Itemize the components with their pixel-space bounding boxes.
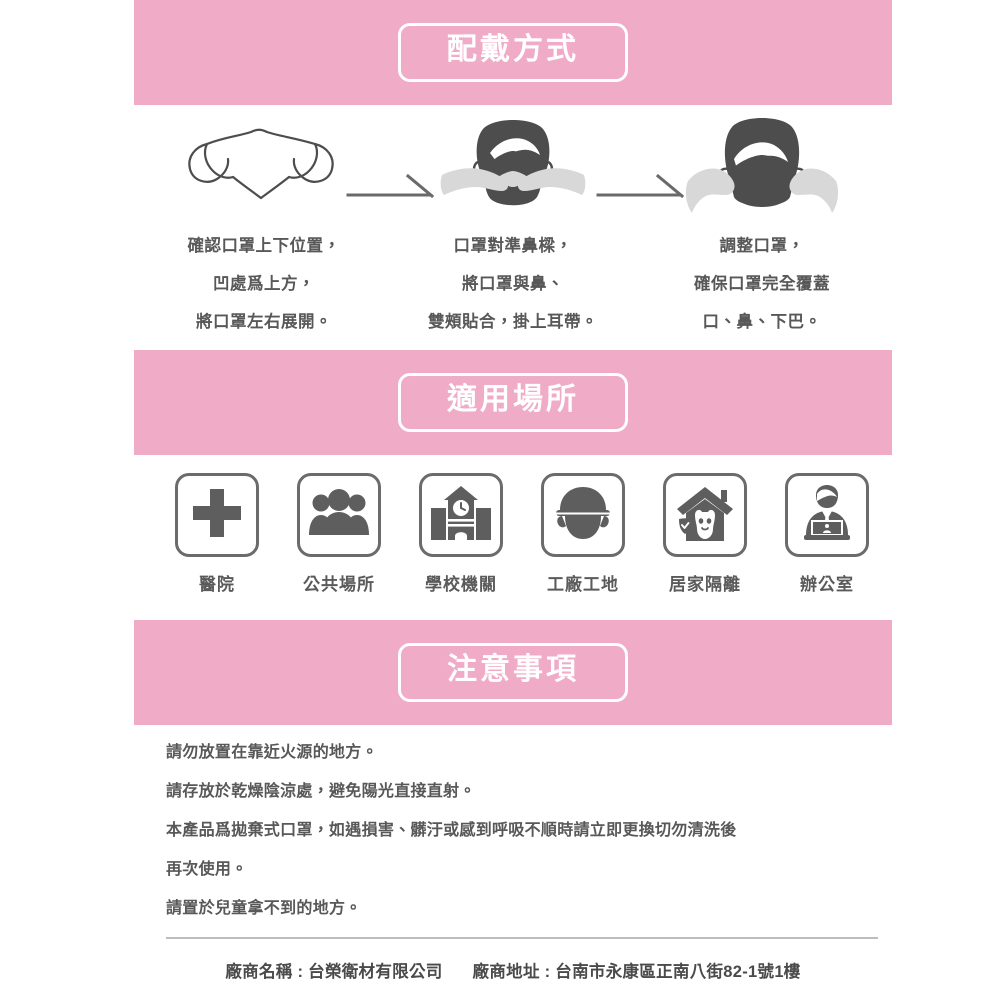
- place-item-office: 辦公室: [772, 473, 882, 595]
- step-line: 確保口罩完全覆蓋: [694, 275, 830, 293]
- place-label: 居家隔離: [669, 575, 741, 594]
- school-building-icon: [431, 485, 491, 545]
- place-icon-box: [663, 473, 747, 557]
- people-group-icon: [309, 487, 369, 544]
- place-label: 醫院: [199, 575, 235, 594]
- notice-line: 請存放於乾燥陰涼處，避免陽光直接直射。: [166, 783, 476, 800]
- footer-divider: [166, 937, 878, 939]
- home-quarantine-icon: [675, 485, 735, 546]
- place-label: 工廠工地: [547, 575, 619, 594]
- place-item-public: 公共場所: [284, 473, 394, 595]
- notice-list: 請勿放置在靠近火源的地方。 請存放於乾燥陰涼處，避免陽光直接直射。 本產品爲拋棄…: [166, 733, 886, 928]
- section-title-wearing: 配戴方式: [447, 33, 579, 67]
- place-item-factory: 工廠工地: [528, 473, 638, 595]
- office-worker-laptop-icon: [798, 484, 856, 546]
- notice-line: 本產品爲拋棄式口罩，如遇損害、髒汙或感到呼吸不順時請立即更換切勿清洗後: [166, 822, 737, 839]
- place-item-home-quarantine: 居家隔離: [650, 473, 760, 595]
- place-icon-box: [297, 473, 381, 557]
- place-icon-box: [785, 473, 869, 557]
- wearing-steps-row: 確認口罩上下位置， 凹處爲上方， 將口罩左右展開。: [134, 105, 892, 350]
- wearing-step-1: 確認口罩上下位置， 凹處爲上方， 將口罩左右展開。: [149, 105, 379, 341]
- step-line: 將口罩與鼻、: [462, 275, 564, 293]
- section-banner-wearing: 配戴方式: [134, 0, 892, 105]
- banner-frame-wearing: 配戴方式: [398, 23, 628, 82]
- step-line: 調整口罩，: [719, 237, 805, 255]
- place-icon-box: [541, 473, 625, 557]
- hospital-cross-icon: [189, 485, 245, 546]
- manufacturer-address: 廠商地址 : 台南市永康區正南八街82-1號1樓: [472, 963, 801, 981]
- notice-line: 請置於兒童拿不到的地方。: [166, 900, 362, 917]
- place-icon-box: [419, 473, 503, 557]
- wearing-step-2-text: 口罩對準鼻樑， 將口罩與鼻、 雙頰貼合，掛上耳帶。: [398, 227, 628, 341]
- wearing-step-2: 口罩對準鼻樑， 將口罩與鼻、 雙頰貼合，掛上耳帶。: [398, 105, 628, 341]
- hard-hat-worker-icon: [554, 486, 612, 545]
- face-mask-adjust-icon: [647, 105, 877, 223]
- step-arrow-1-icon: [346, 173, 438, 203]
- step-line: 確認口罩上下位置，: [187, 237, 341, 255]
- step-line: 口、鼻、下巴。: [702, 313, 822, 331]
- banner-frame-notice: 注意事項: [398, 643, 628, 702]
- section-banner-places: 適用場所: [134, 350, 892, 455]
- notice-line: 請勿放置在靠近火源的地方。: [166, 744, 378, 761]
- wearing-step-3: 調整口罩， 確保口罩完全覆蓋 口、鼻、下巴。: [647, 105, 877, 341]
- manufacturer-name: 廠商名稱 : 台榮衛材有限公司: [225, 963, 443, 981]
- place-item-hospital: 醫院: [162, 473, 272, 595]
- wearing-step-1-text: 確認口罩上下位置， 凹處爲上方， 將口罩左右展開。: [149, 227, 379, 341]
- place-item-school: 學校機關: [406, 473, 516, 595]
- section-title-notice: 注意事項: [447, 653, 579, 687]
- place-label: 公共場所: [303, 575, 375, 594]
- place-label: 學校機關: [425, 575, 497, 594]
- places-row: 醫院 公共場所: [134, 455, 892, 620]
- face-mask-nose-icon: [398, 105, 628, 223]
- place-icon-box: [175, 473, 259, 557]
- step-line: 雙頰貼合，掛上耳帶。: [428, 313, 598, 331]
- step-line: 將口罩左右展開。: [196, 313, 332, 331]
- step-line: 口罩對準鼻樑，: [453, 237, 573, 255]
- step-arrow-2-icon: [596, 173, 688, 203]
- wearing-step-3-text: 調整口罩， 確保口罩完全覆蓋 口、鼻、下巴。: [647, 227, 877, 341]
- section-banner-notice: 注意事項: [134, 620, 892, 725]
- step-line: 凹處爲上方，: [213, 275, 315, 293]
- banner-frame-places: 適用場所: [398, 373, 628, 432]
- footer: 廠商名稱 : 台榮衛材有限公司 廠商地址 : 台南市永康區正南八街82-1號1樓: [134, 958, 892, 982]
- notice-line: 再次使用。: [166, 861, 248, 878]
- mask-flat-icon: [149, 105, 379, 223]
- place-label: 辦公室: [800, 575, 854, 594]
- section-title-places: 適用場所: [447, 383, 579, 417]
